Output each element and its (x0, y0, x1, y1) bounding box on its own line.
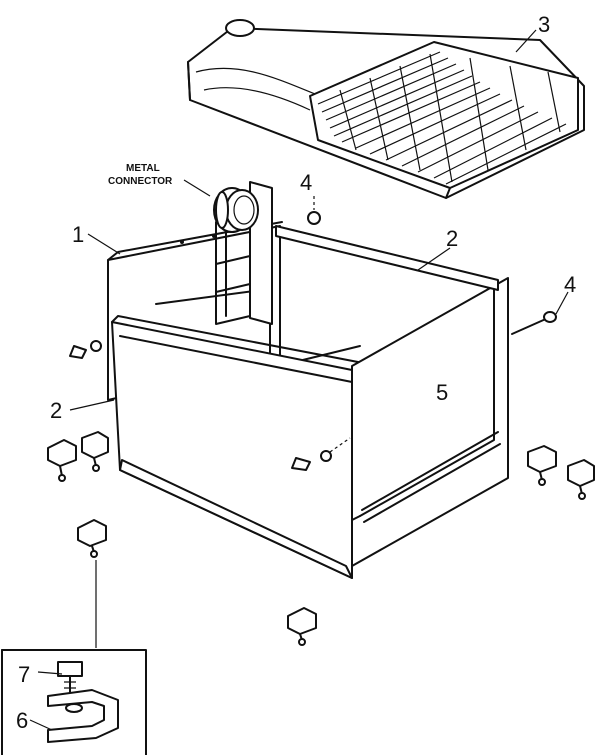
callout-5: 5 (436, 380, 448, 405)
c-clamp-left-b (81, 431, 109, 472)
coil-mesh-pattern (317, 51, 567, 185)
wing-nut-left (69, 340, 102, 359)
callout-2-left: 2 (50, 398, 62, 423)
c-clamp-left-a (47, 439, 77, 482)
callout-3: 3 (538, 12, 550, 37)
front-panel-part-5 (351, 277, 509, 567)
callout-4-top: 4 (300, 170, 312, 195)
c-clamp-bottom-center (287, 607, 317, 646)
metal-connector-label-line1: METAL (126, 163, 160, 174)
detail-inset (1, 649, 147, 755)
c-clamp-right-a (527, 445, 557, 486)
callout-6: 6 (16, 708, 28, 733)
callout-1: 1 (72, 222, 84, 247)
callout-2-right: 2 (446, 226, 458, 251)
bolt-part-4-right (511, 311, 557, 335)
metal-connector (213, 181, 273, 325)
leader-lines (29, 29, 569, 731)
callout-7: 7 (18, 662, 30, 687)
c-clamp-right-b (567, 459, 595, 500)
wing-nut-right (291, 437, 351, 471)
c-clamp-lower-left (77, 519, 107, 648)
metal-connector-label-line2: CONNECTOR (108, 176, 173, 187)
box-body-part-2-left (111, 315, 501, 579)
bolt-part-4-top (307, 196, 321, 225)
callout-4-right: 4 (564, 272, 576, 297)
coil-unit-part-3 (187, 19, 585, 199)
